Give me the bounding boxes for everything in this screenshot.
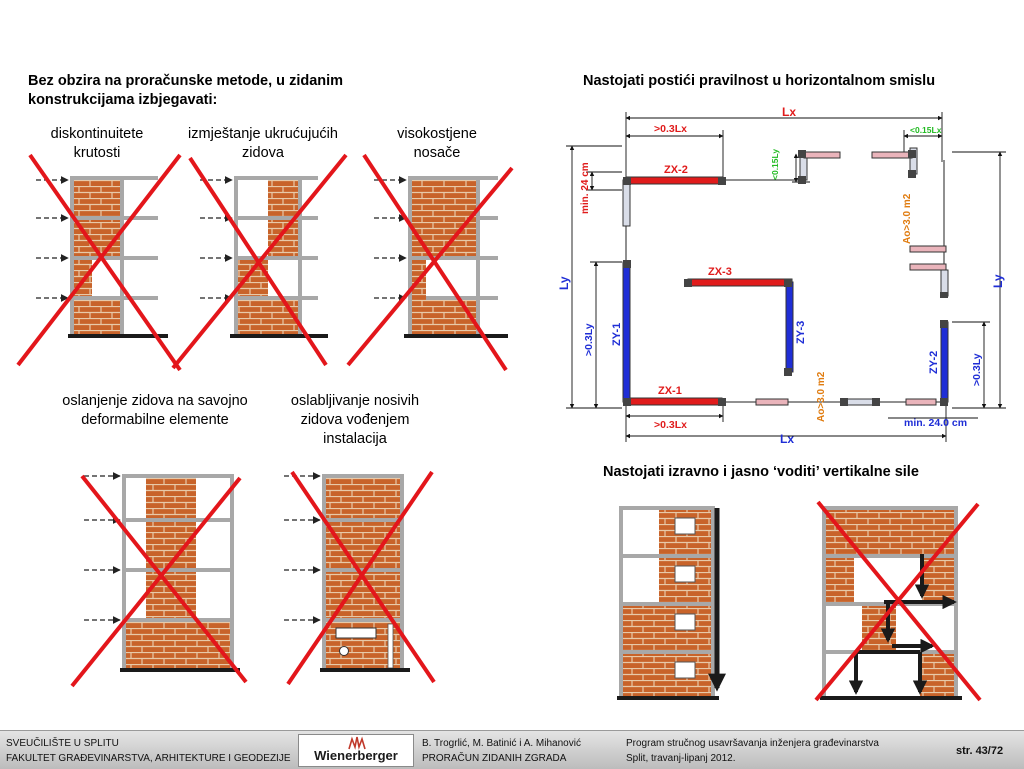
zx1-label: ZX-1	[658, 385, 682, 397]
diagram-installation-weakening	[284, 470, 436, 686]
footer-bar: SVEUČILIŠTE U SPLITU FAKULTET GRAĐEVINAR…	[0, 730, 1024, 769]
lt015lx-label: <0.15Lx	[910, 125, 942, 135]
windows	[674, 517, 696, 679]
gt03lx-bottom-label: >0.3Lx	[654, 419, 687, 431]
diagram-wall-offset	[171, 153, 348, 370]
cross-mark	[286, 470, 436, 686]
diagram-direct-load-path	[617, 506, 726, 700]
diagram-stiffness-discontinuity	[16, 153, 182, 372]
program-label: Program stručnog usavršavanja inženjera …	[626, 738, 879, 749]
cross-mark	[70, 474, 248, 688]
caption-flexible-support: oslanjenje zidova na savojno deformabiln…	[62, 393, 248, 428]
right-heading: Nastojati postići pravilnost u horizonta…	[583, 73, 936, 89]
left-heading: Bez obzira na proračunske metode, u zida…	[28, 73, 344, 108]
lx-top-label: Lx	[782, 105, 796, 119]
dimension-lines	[566, 112, 1006, 442]
cross-mark	[346, 153, 514, 372]
ao-bottom-label: Ao>3.0 m2	[816, 371, 827, 422]
vertical-forces-heading: Nastojati izravno i jasno ‘voditi’ verti…	[603, 464, 919, 480]
ly-right-label: Ly	[991, 274, 1005, 288]
wall-joints	[623, 150, 948, 406]
logo-mark-icon	[348, 736, 366, 750]
zx2-label: ZX-2	[664, 164, 688, 176]
zy2-label: ZY-2	[928, 351, 940, 374]
page-number: str. 43/72	[956, 745, 1004, 757]
zx3-label: ZX-3	[708, 266, 732, 278]
wienerberger-logo: Wienerberger	[298, 734, 414, 767]
cross-mark	[171, 153, 348, 370]
gt03ly-left-label: >0.3Ly	[583, 323, 595, 356]
cross-mark	[814, 500, 982, 702]
diagram-indirect-load-path	[814, 500, 982, 702]
caption-installation-weakening: oslabljivanje nosivih zidova vođenjem in…	[290, 393, 420, 447]
min24cm-bottom-label: min. 24.0 cm	[904, 417, 967, 429]
frame	[70, 176, 158, 334]
caption-wall-offset: izmještanje ukrućujućih zidova	[188, 126, 338, 161]
ao-top-label: Ao>3.0 m2	[902, 193, 913, 244]
authors-label: B. Trogrlić, M. Batinić i A. Mihanović	[422, 738, 581, 749]
floor-plan-diagram: Lx >0.3Lx <0.15Lx ZX-2 ZX-3 ZX-1 >0.3Lx …	[557, 105, 1006, 446]
zy1-label: ZY-1	[611, 323, 623, 346]
gt03lx-top-label: >0.3Lx	[654, 123, 687, 135]
walls	[622, 147, 949, 406]
logo-text: Wienerberger	[314, 748, 398, 763]
lt015ly-label: <0.15Ly	[770, 149, 780, 180]
ly-left-label: Ly	[557, 276, 571, 290]
gt03ly-right-label: >0.3Ly	[971, 353, 983, 386]
place-date-label: Split, travanj-lipanj 2012.	[626, 753, 736, 764]
caption-stiffness-discontinuity: diskontinuitete krutosti	[50, 126, 144, 161]
min24cm-label: min. 24 cm	[580, 162, 591, 214]
zy3-label: ZY-3	[795, 321, 807, 344]
diagram-flexible-support	[70, 472, 248, 688]
diagram-deep-beams	[346, 153, 514, 372]
cross-mark	[16, 153, 182, 372]
load-arrows	[36, 176, 69, 302]
faculty-label: FAKULTET GRAĐEVINARSTVA, ARHITEKTURE I G…	[6, 753, 291, 764]
caption-deep-beams: visokostjene nosače	[397, 126, 477, 161]
university-label: SVEUČILIŠTE U SPLITU	[6, 738, 119, 749]
lx-bottom-label: Lx	[780, 432, 794, 446]
course-label: PRORAČUN ZIDANIH ZGRADA	[422, 753, 567, 764]
